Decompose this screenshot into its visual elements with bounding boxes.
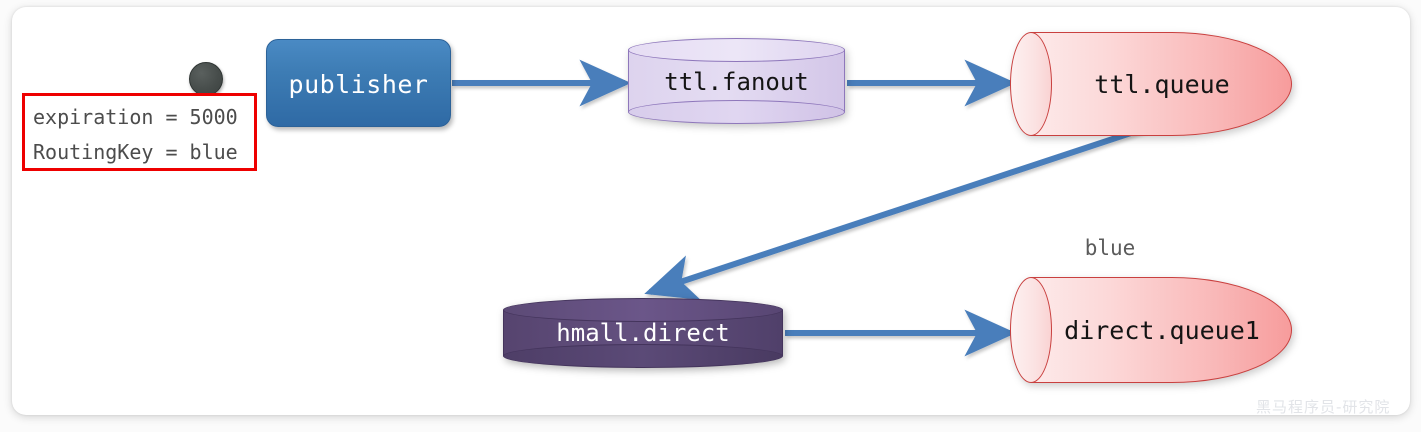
node-publisher[interactable]: publisher xyxy=(266,39,451,127)
cylinder-body xyxy=(1031,277,1292,383)
watermark-text: 黑马程序员-研究院 xyxy=(1256,398,1391,416)
message-properties-annotation: expiration = 5000 RoutingKey = blue xyxy=(22,93,257,171)
annotation-line-routing-key: RoutingKey = blue xyxy=(33,140,238,164)
cylinder-body xyxy=(1031,32,1292,136)
cylinder-top-cap xyxy=(503,298,783,322)
annotation-line-expiration: expiration = 5000 xyxy=(33,105,238,129)
cylinder-bottom-cap xyxy=(628,100,845,124)
node-ttl-queue[interactable]: ttl.queue xyxy=(1010,32,1292,136)
cylinder-bottom-cap xyxy=(503,344,783,368)
node-publisher-label: publisher xyxy=(288,70,429,99)
cylinder-left-cap xyxy=(1010,277,1052,383)
node-direct-queue1[interactable]: direct.queue1 xyxy=(1010,277,1292,383)
node-ttl-fanout[interactable]: ttl.fanout xyxy=(628,38,845,124)
node-hmall-direct[interactable]: hmall.direct xyxy=(503,298,783,368)
cylinder-top-cap xyxy=(628,38,845,62)
edge-label-routing-key: blue xyxy=(1084,236,1136,260)
cylinder-left-cap xyxy=(1010,32,1052,136)
message-dot-icon xyxy=(189,62,223,96)
